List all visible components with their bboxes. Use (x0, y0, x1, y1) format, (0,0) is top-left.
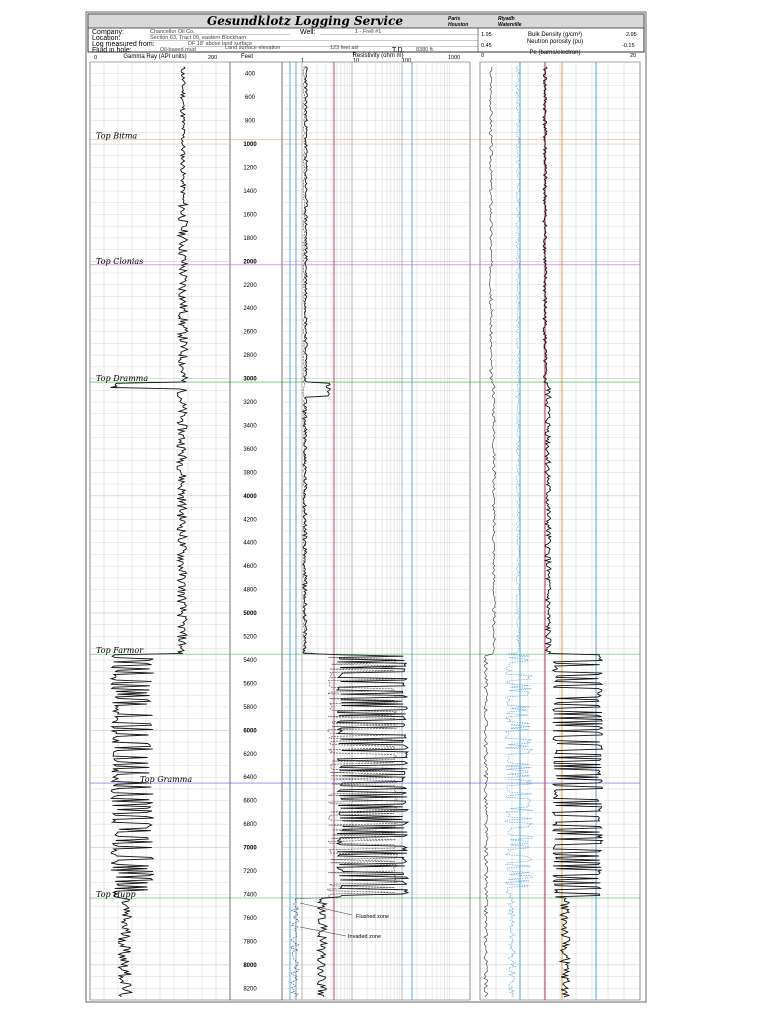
header-office-4: Waterville (498, 22, 522, 28)
density-scale-min: 1.95 (481, 32, 492, 38)
log-border (85, 11, 647, 1003)
depth-label: 7600 (243, 916, 257, 922)
depth-label: 5000 (243, 611, 257, 617)
track-headers: Gamma Ray (API units) 0 200 Feet Resisti… (94, 32, 637, 64)
depth-label: 7400 (243, 892, 257, 898)
gamma-ray-curve (109, 66, 190, 998)
depth-label: 5600 (243, 681, 257, 687)
depth-label: 1200 (243, 166, 257, 172)
depth-label: 7200 (243, 869, 257, 875)
well-label: Well: (300, 29, 315, 36)
density-title: Bulk Density (g/cm³) (528, 32, 582, 38)
depth-label: 1600 (243, 212, 257, 218)
res-tick-1: 1 (301, 58, 304, 64)
pe-title: Pe (barns/electron) (529, 50, 580, 56)
log-header: Gesundklotz Logging Service Paris Housto… (87, 13, 645, 54)
log-measured-value: DF 18' above land surface (188, 41, 252, 47)
depth-label: 6400 (243, 775, 257, 781)
depth-label: 3200 (243, 400, 257, 406)
depth-label: 1000 (243, 142, 257, 148)
bulk-density-curve (542, 66, 604, 998)
depth-label: 1800 (243, 236, 257, 242)
neutron-title: Neutron porosity (pu) (527, 39, 583, 45)
log-measured-label: Log measured from: (92, 41, 155, 48)
depth-label: 3400 (243, 423, 257, 429)
company-value: Chancellor Oil Co. (150, 29, 195, 35)
depth-label: 5400 (243, 658, 257, 664)
well-value: 1 - Frell #1 (355, 29, 381, 35)
header-office-3: Riyadh (498, 16, 515, 22)
depth-label: 600 (245, 95, 256, 101)
track-grids (85, 11, 647, 1003)
neutron-scale-min: 0.45 (481, 43, 492, 49)
zone-annotations: Flushed zone Invaded zone (299, 902, 389, 940)
land-surface-value: 123 feet asl (330, 45, 358, 51)
depth-label: 4600 (243, 564, 257, 570)
depth-label: 7000 (243, 846, 257, 852)
td-label: T.D. (392, 47, 405, 54)
location-label: Location: (92, 35, 120, 42)
depth-track: 400 600 800 1000 1200 1400 1600 1800 2000 2200 240… (243, 72, 257, 993)
depth-label: 6000 (243, 728, 257, 734)
res-tick-100: 100 (402, 58, 411, 64)
depth-label: 4200 (243, 517, 257, 523)
depth-label: 6600 (243, 799, 257, 805)
neutron-porosity-curve (504, 66, 534, 998)
location-value: Section 63, Tract 09, eastern Blockham (150, 35, 246, 41)
company-label: Company: (92, 29, 124, 36)
land-surface-label: Land surface elevation (225, 45, 280, 51)
depth-label: 8200 (243, 986, 257, 992)
depth-label: 4400 (243, 541, 257, 547)
depth-label: 3800 (243, 470, 257, 476)
depth-label: 7800 (243, 939, 257, 945)
track-frame (229, 61, 283, 1001)
res-tick-1000: 1000 (448, 55, 460, 61)
density-scale-max: 2.95 (626, 32, 637, 38)
gamma-title: Gamma Ray (API units) (123, 54, 186, 60)
td-value: 8380 ft. (416, 47, 435, 53)
shallow-resistivity-curve (290, 66, 398, 998)
depth-label: 2200 (243, 283, 257, 289)
depth-label: 1400 (243, 189, 257, 195)
depth-label: 2600 (243, 330, 257, 336)
header-title: Gesundklotz Logging Service (207, 14, 403, 28)
depth-label: 8000 (243, 963, 257, 969)
fluid-label: Fluid in hole: (92, 47, 132, 54)
pe-scale-max: 20 (630, 53, 636, 59)
neutron-scale-max: -0.15 (622, 43, 635, 49)
resistivity-title: Resistivity (ohm m) (352, 53, 403, 59)
pe-scale-min: 0 (481, 53, 484, 59)
depth-label: 3600 (243, 447, 257, 453)
depth-label: 400 (245, 72, 256, 78)
header-office-1: Paris (448, 16, 460, 22)
depth-label: 5800 (243, 705, 257, 711)
depth-label: 4800 (243, 588, 257, 594)
res-tick-10: 10 (353, 58, 359, 64)
depth-label: 6800 (243, 822, 257, 828)
depth-label: 4000 (243, 494, 257, 500)
depth-label: 6200 (243, 752, 257, 758)
header-office-2: Houston (448, 22, 468, 28)
depth-label: 2400 (243, 306, 257, 312)
gamma-scale-min: 0 (94, 55, 97, 61)
depth-title: Feet (241, 54, 253, 60)
formation-top-label: Top Farmor (96, 646, 144, 655)
flushed-zone-label: Flushed zone (356, 914, 389, 920)
depth-label: 5200 (243, 635, 257, 641)
pe-curve (483, 66, 496, 998)
gamma-scale-max: 200 (208, 55, 217, 61)
fluid-value: Oil-based mud (160, 47, 196, 53)
formation-top-label: Top Gramma (140, 775, 192, 784)
depth-label: 2800 (243, 353, 257, 359)
deep-resistivity-curve (301, 66, 410, 997)
log-curves (109, 66, 604, 998)
formation-top-label: Top Clonias (96, 257, 143, 266)
formation-top-label: Top Bitma (96, 131, 137, 140)
invaded-zone-label: Invaded zone (348, 934, 381, 940)
formation-top-label: Top Dramma (96, 374, 148, 383)
depth-label: 800 (245, 119, 256, 125)
depth-label: 3000 (243, 377, 257, 383)
depth-label: 2000 (243, 259, 257, 265)
